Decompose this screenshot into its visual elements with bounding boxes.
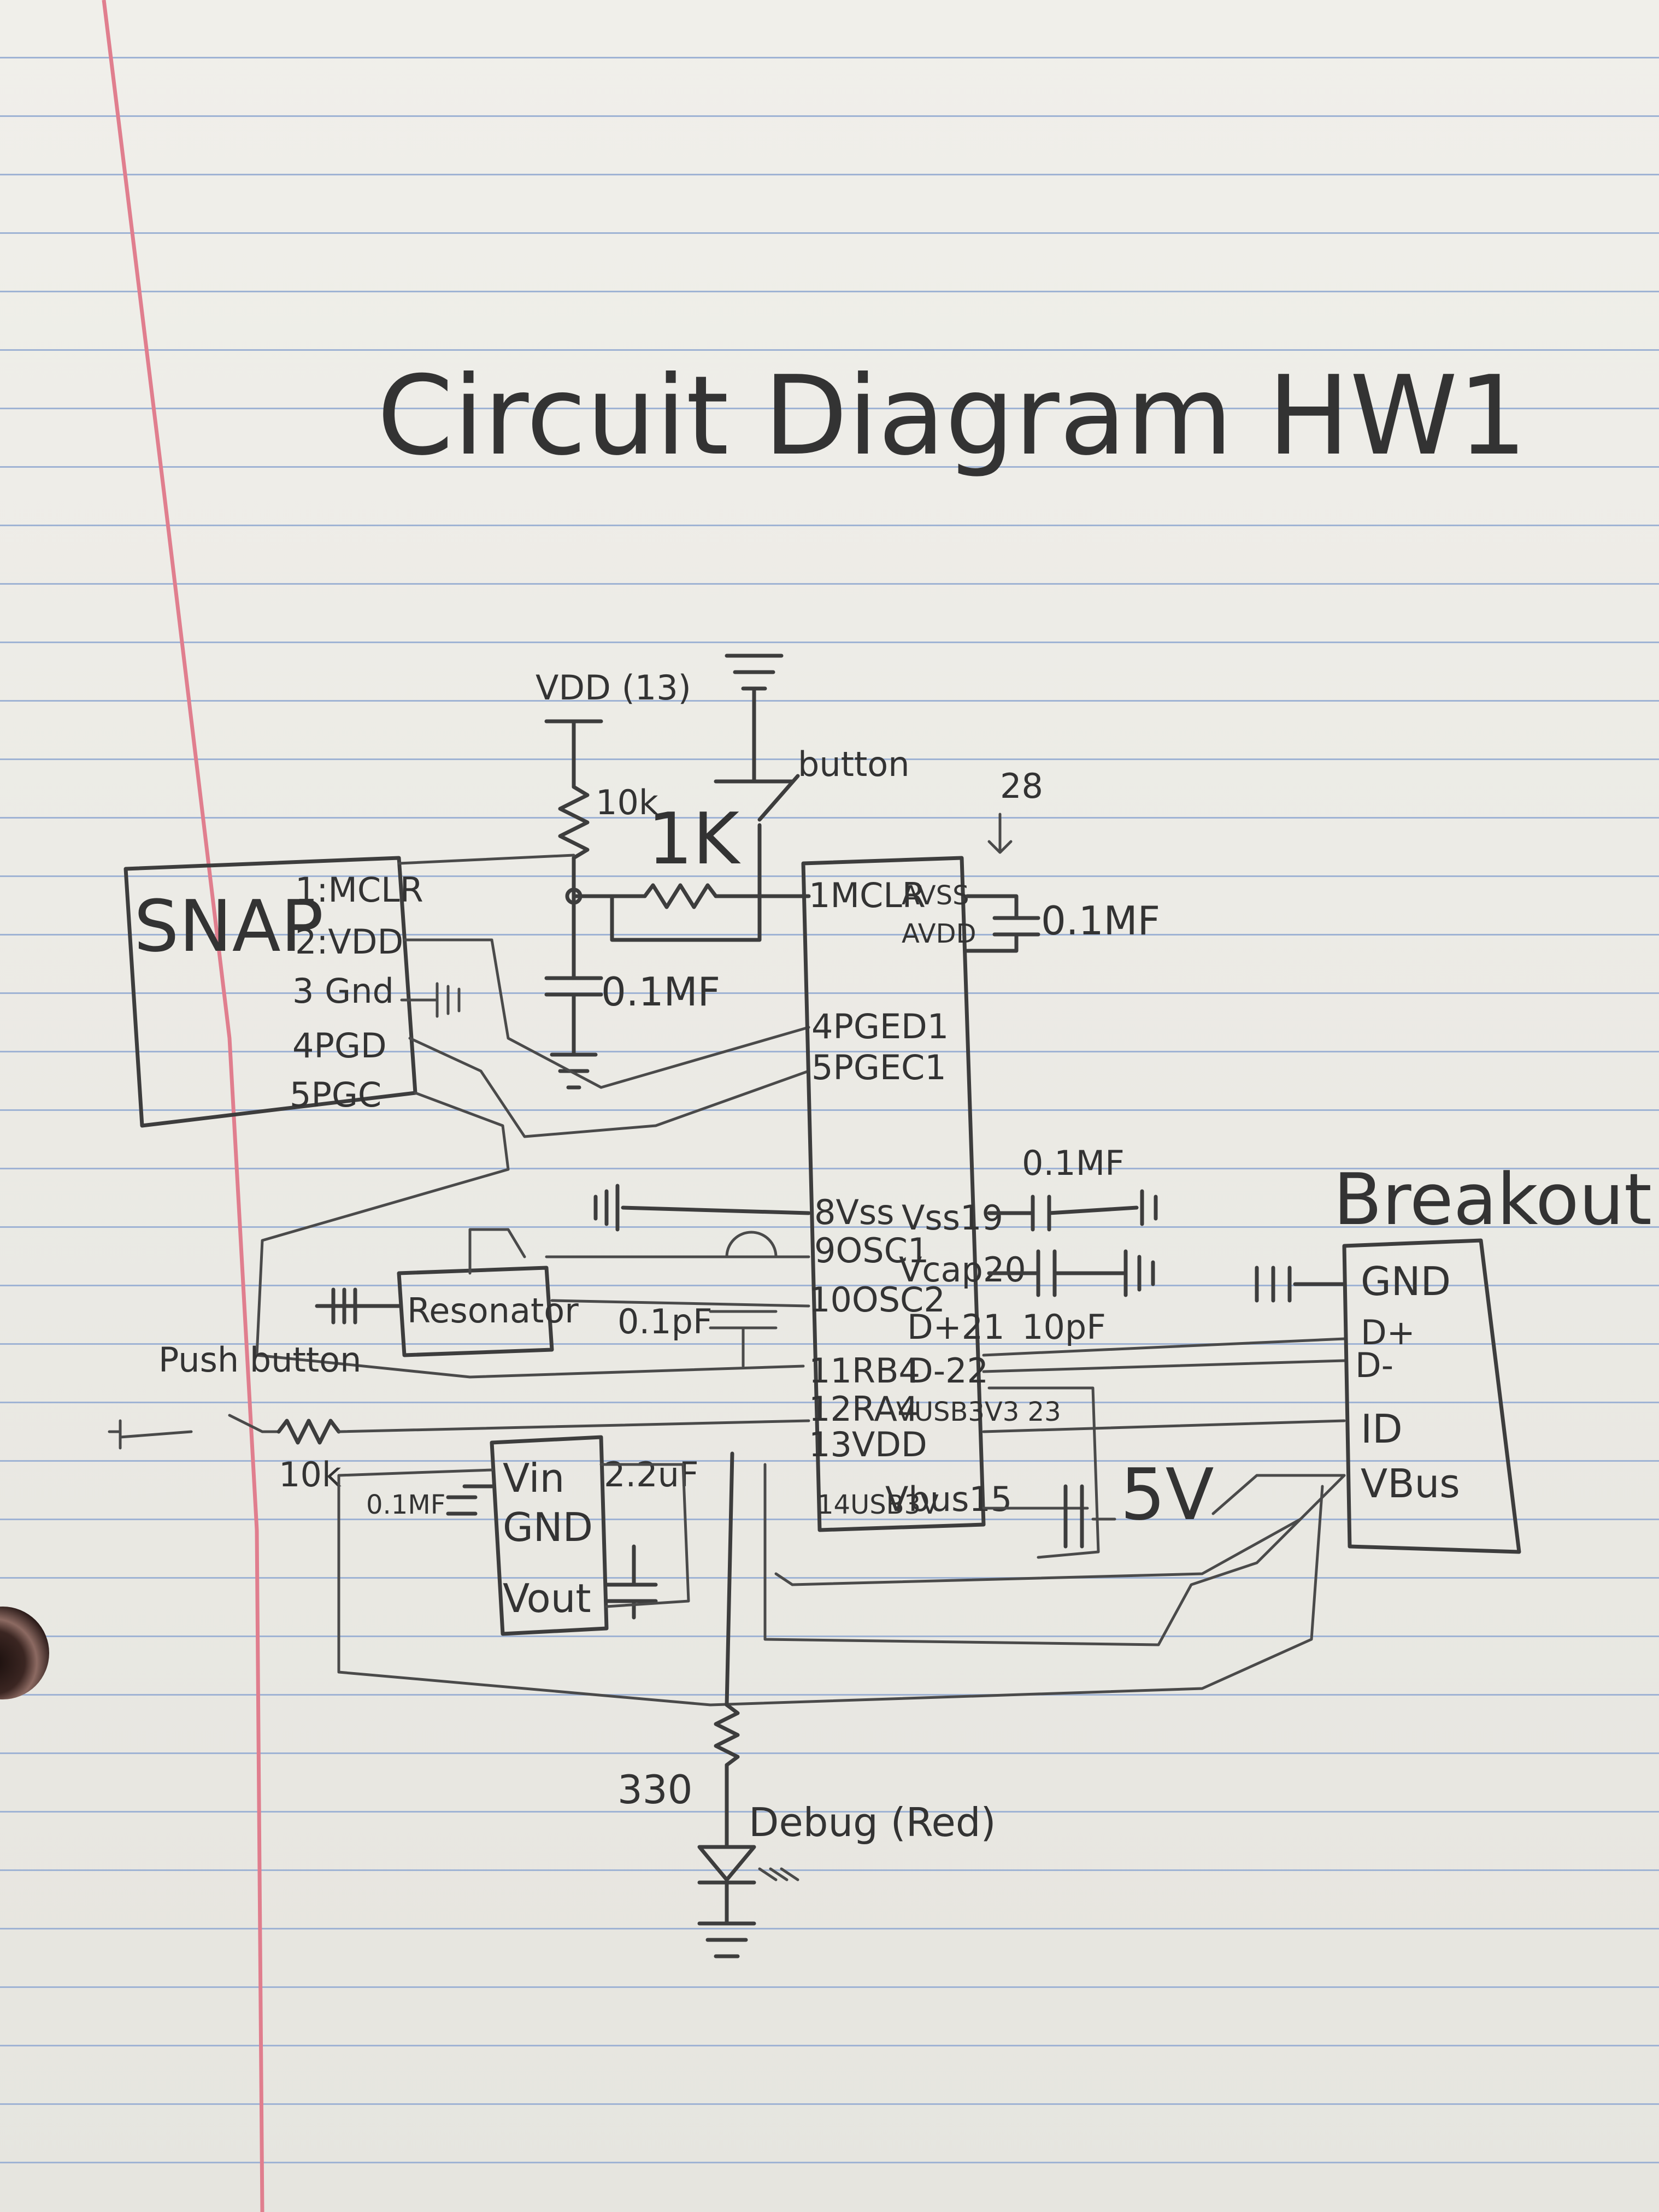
- push-resistor-label: 10k: [279, 1455, 342, 1495]
- resonator: Resonator: [315, 1228, 579, 1357]
- snap-programmer: SNAP 1:MCLR 2:VDD 3 Gnd 4PGD 5PGC: [123, 854, 810, 1379]
- series-resistor-label: 1K: [648, 797, 741, 880]
- chip-pin-ra4: 12RA4: [809, 1389, 919, 1429]
- chip-pin-usb3v: 14USB3V: [817, 1490, 939, 1520]
- snap-pin-1: 1:MCLR: [295, 870, 423, 910]
- chip-pin-dminus: D-22: [907, 1351, 989, 1391]
- usb-breakout: Breakout GND D+ D- ID VBus: [1255, 1158, 1652, 1554]
- chip-pin-vss: 8Vss: [814, 1192, 894, 1232]
- reset-button: [757, 774, 800, 898]
- reg-pin-gnd: GND: [503, 1504, 593, 1550]
- breakout-pin-dplus: D+: [1361, 1313, 1415, 1352]
- chip-pin-osc1: 9OSC1: [814, 1231, 929, 1270]
- reg-pin-vin: Vin: [503, 1455, 564, 1501]
- osc-cap-label: 0.1pF: [617, 1302, 713, 1342]
- pullup-resistor: [558, 785, 590, 860]
- push-button-circuit: Push button 10k: [108, 1340, 810, 1495]
- diagram-title: Circuit Diagram HW1: [377, 352, 1527, 480]
- chip-pin-vdd: 13VDD: [809, 1425, 927, 1464]
- reg-pin-vout: Vout: [503, 1575, 591, 1621]
- breakout-pin-id: ID: [1361, 1406, 1403, 1452]
- snap-pin-2: 2:VDD: [295, 922, 403, 962]
- series-resistor: [643, 883, 718, 909]
- chip-pin-rb4: 11RB4: [809, 1351, 920, 1391]
- chip-pin-osc2: 10OSC2: [809, 1280, 945, 1320]
- snap-pin-5: 5PGC: [290, 1075, 381, 1115]
- led-symbol: [697, 1845, 756, 1926]
- button-label: button: [798, 744, 910, 784]
- snap-cap-label: 0.1MF: [601, 969, 720, 1015]
- breakout-pin-gnd: GND: [1361, 1258, 1451, 1304]
- pin28-label: 28: [1000, 766, 1043, 806]
- chip-pin-vcap20: Vcap20: [899, 1250, 1026, 1290]
- snap-pin-3: 3 Gnd: [292, 971, 394, 1011]
- chip-body: [801, 856, 986, 1532]
- snap-pin-4: 4PGD: [292, 1026, 387, 1066]
- debug-led: 330 Debug (Red): [617, 1451, 996, 1958]
- breakout-pin-dminus: D-: [1355, 1345, 1393, 1385]
- reset-circuit: VDD (13) 10k 1K button 28 0.1MF: [536, 654, 1043, 1090]
- reg-in-cap-label: 0.1MF: [366, 1490, 445, 1520]
- vcap-cap-label: 10pF: [1022, 1307, 1106, 1347]
- breakout-pin-vbus: VBus: [1361, 1461, 1460, 1507]
- voltage-regulator: Vin GND Vout 0.1MF 2.2uF: [337, 1435, 1324, 1707]
- chip-pin-dplus: D+21: [907, 1307, 1005, 1347]
- resonator-label: Resonator: [407, 1291, 579, 1331]
- chip-pin-avss: AVSS: [902, 880, 969, 911]
- snap-name: SNAP: [134, 885, 323, 968]
- led-label: Debug (Red): [749, 1799, 996, 1845]
- chip-pin-vbus: Vbus15: [885, 1479, 1012, 1519]
- push-button-label: Push button: [158, 1340, 361, 1380]
- five-volt-label: 5V: [1120, 1453, 1214, 1536]
- chip-pin-vss19: Vss19: [902, 1198, 1003, 1238]
- chip-pin-pged1: 4PGED1: [811, 1007, 949, 1046]
- chip-pin-vusb: VUSB3V3 23: [896, 1397, 1061, 1427]
- led-resistor-label: 330: [617, 1767, 692, 1813]
- push-resistor: [276, 1419, 341, 1445]
- pic-chip: 1MCLR 4PGED1 5PGEC1 8Vss 9OSC1 10OSC2 11…: [545, 856, 1346, 1532]
- breakout-box: [1342, 1238, 1521, 1554]
- vdd-label: VDD (13): [536, 668, 691, 708]
- chip-pin-mclr: 1MCLR: [809, 875, 926, 915]
- led-resistor: [714, 1703, 740, 1767]
- pullup-resistor-label: 10k: [596, 783, 658, 822]
- snap-cap: [544, 976, 603, 1090]
- chip-pin-pgec1: 5PGEC1: [811, 1048, 946, 1087]
- avdd-cap-label: 0.1MF: [1041, 898, 1160, 944]
- vss19-cap-label: 0.1MF: [1022, 1143, 1125, 1183]
- vbus-circuit: 5V: [763, 1386, 1346, 1646]
- chip-pin-avdd: AVDD: [902, 919, 976, 949]
- breakout-name: Breakout: [1333, 1158, 1652, 1241]
